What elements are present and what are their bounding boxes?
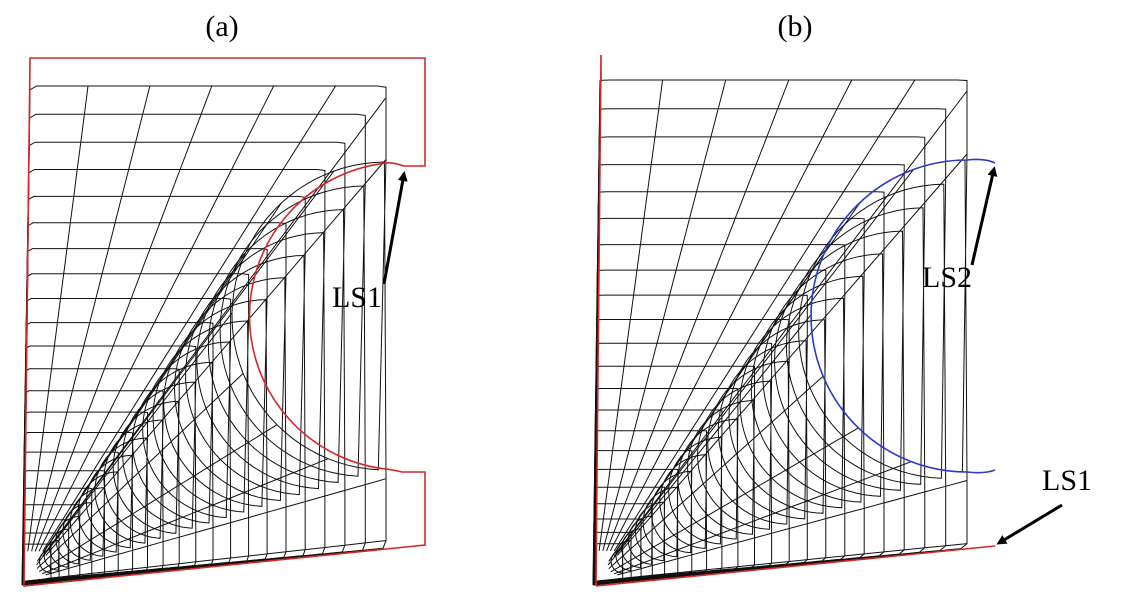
panel-a: (a) LS1 [21,10,426,587]
levelset-b [595,54,996,587]
annotation-ls1-a: LS1 [332,281,382,314]
panel-b: (b) LS2 LS1 [592,10,1092,587]
panel-b-caption: (b) [778,10,813,43]
levelset-a [23,57,426,587]
panel-a-caption: (a) [205,10,238,43]
annotation-ls1-b: LS1 [1042,464,1092,497]
arrow-ls2-b [970,166,998,266]
annotation-ls2-b: LS2 [922,261,972,294]
arrow-ls1-b [996,503,1063,545]
mesh-b [592,79,968,586]
arrow-ls1-a [382,171,408,285]
mesh-a [21,85,387,586]
